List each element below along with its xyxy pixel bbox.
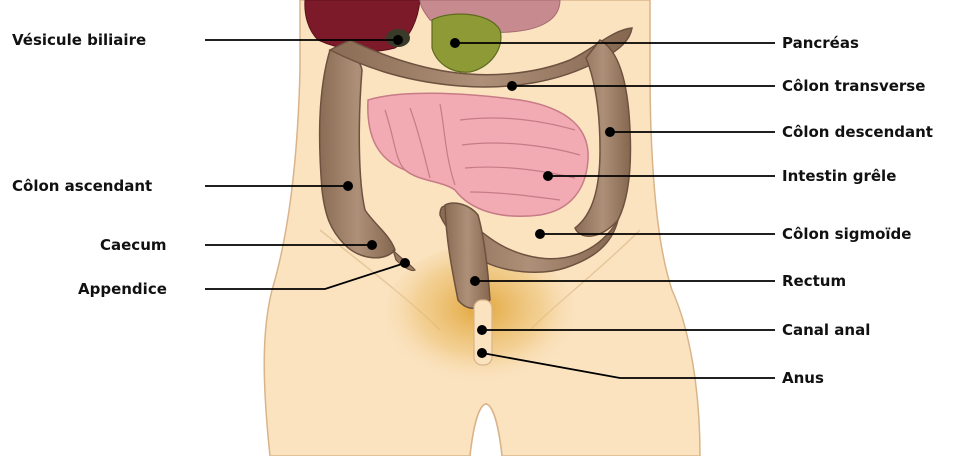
dot-colon-sigmoide (535, 229, 545, 239)
label-rectum: Rectum (782, 272, 846, 290)
labels-left: Vésicule biliaire Côlon ascendant Caecum… (12, 31, 167, 298)
dot-colon-descendant (605, 127, 615, 137)
label-anus: Anus (782, 369, 824, 387)
dot-anus (477, 348, 487, 358)
dot-intestin-grele (543, 171, 553, 181)
dot-colon-ascendant (343, 181, 353, 191)
dot-appendice (400, 258, 410, 268)
dot-vesicule-biliaire (393, 35, 403, 45)
label-intestin-grele: Intestin grêle (782, 167, 896, 185)
label-colon-sigmoide: Côlon sigmoïde (782, 225, 911, 243)
label-vesicule-biliaire: Vésicule biliaire (12, 31, 146, 49)
labels-right: Pancréas Côlon transverse Côlon descenda… (782, 34, 933, 387)
label-colon-transverse: Côlon transverse (782, 77, 925, 95)
dot-colon-transverse (507, 81, 517, 91)
dot-canal-anal (477, 325, 487, 335)
label-canal-anal: Canal anal (782, 321, 870, 339)
label-colon-ascendant: Côlon ascendant (12, 177, 152, 195)
label-appendice: Appendice (78, 280, 167, 298)
dot-pancreas (450, 38, 460, 48)
label-colon-descendant: Côlon descendant (782, 123, 933, 141)
dot-caecum (367, 240, 377, 250)
dot-rectum (470, 276, 480, 286)
label-caecum: Caecum (100, 236, 167, 254)
label-pancreas: Pancréas (782, 34, 859, 52)
